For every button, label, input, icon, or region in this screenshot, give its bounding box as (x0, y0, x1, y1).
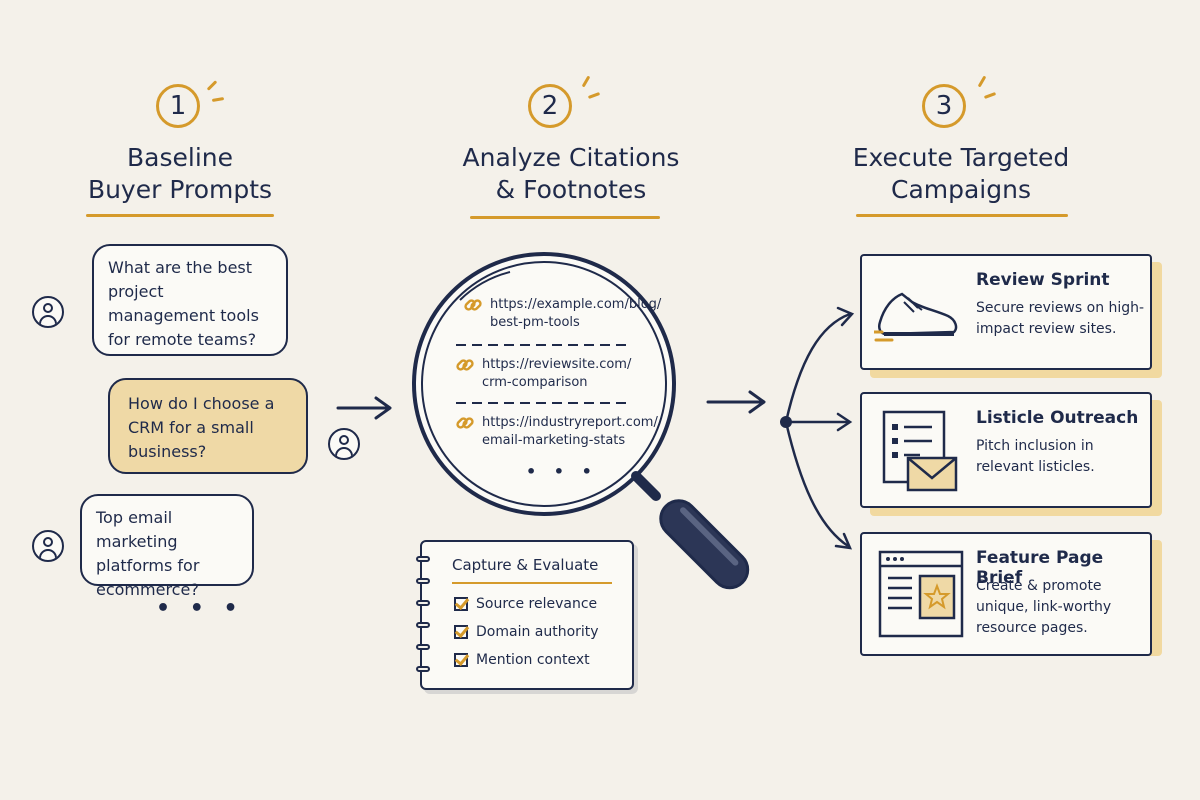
campaign-description: Create & promote unique, link-worthy res… (976, 578, 1112, 636)
notebook-title: Capture & Evaluate (452, 556, 599, 574)
citation-item[interactable]: https://reviewsite.com/crm-comparison (456, 356, 631, 392)
step-1-title-line1: Baseline (127, 143, 233, 172)
campaign-card-listicle-outreach[interactable]: Listicle Outreach Pitch inclusion in rel… (860, 392, 1152, 508)
link-icon (456, 359, 474, 371)
checklist-item: Source relevance (454, 596, 597, 612)
step-3-title: Execute Targeted Campaigns (826, 142, 1096, 206)
checklist-label: Mention context (476, 652, 590, 668)
checkbox-checked-icon (454, 653, 468, 667)
more-citations-ellipsis: • • • (526, 462, 598, 481)
step-1-number: 1 (156, 84, 200, 128)
citation-url: https://industryreport.com/ (482, 415, 658, 430)
notebook-title-underline (452, 582, 612, 584)
citation-url-path: best-pm-tools (490, 315, 580, 330)
step-2-number: 2 (528, 84, 572, 128)
step-1-title-line2: Buyer Prompts (87, 175, 273, 204)
step-3-title-line2: Campaigns (890, 175, 1031, 204)
campaign-card-feature-page-brief[interactable]: Feature Page Brief Create & promote uniq… (860, 532, 1152, 656)
step-2-title: Analyze Citations & Footnotes (440, 142, 702, 206)
citation-url: https://reviewsite.com/ (482, 357, 632, 372)
prompt-bubble-highlighted: How do I choose a CRM for a small busine… (108, 378, 308, 474)
campaign-description: Secure reviews on high-impact review sit… (976, 300, 1145, 337)
campaign-title: Review Sprint (976, 270, 1110, 290)
list-envelope-icon (882, 410, 958, 492)
prompt-bubble: Top email marketing platforms for ecomme… (80, 494, 254, 599)
user-avatar-icon (328, 428, 360, 460)
step-1-underline (86, 214, 274, 217)
citation-item[interactable]: https://industryreport.com/email-marketi… (456, 414, 658, 450)
more-prompts-ellipsis: • • • (156, 596, 244, 621)
checklist-item: Mention context (454, 652, 590, 668)
campaign-description: Pitch inclusion in relevant listicles. (976, 438, 1095, 475)
sneaker-icon (874, 292, 958, 342)
checkbox-checked-icon (454, 625, 468, 639)
step-3-title-line1: Execute Targeted (852, 143, 1070, 172)
step-2-underline (470, 216, 660, 219)
user-avatar-icon (32, 530, 64, 562)
step-2-title-line2: & Footnotes (495, 175, 647, 204)
link-icon (456, 417, 474, 429)
step-2-title-line1: Analyze Citations (462, 143, 680, 172)
browser-star-icon (878, 550, 964, 638)
magnifying-glass-icon (412, 252, 750, 590)
checklist-label: Domain authority (476, 624, 599, 640)
step-3-underline (856, 214, 1068, 217)
step-3-number: 3 (922, 84, 966, 128)
checkbox-checked-icon (454, 597, 468, 611)
user-avatar-icon (32, 296, 64, 328)
citation-item[interactable]: https://example.com/blog/best-pm-tools (464, 296, 661, 332)
campaign-card-review-sprint[interactable]: Review Sprint Secure reviews on high-imp… (860, 254, 1152, 370)
citation-url-path: email-marketing-stats (482, 433, 626, 448)
checklist-label: Source relevance (476, 596, 598, 612)
citation-url: https://example.com/blog/ (490, 297, 662, 312)
citation-url-path: crm-comparison (482, 375, 588, 390)
arrow-right-icon (336, 396, 392, 420)
link-icon (464, 299, 482, 311)
campaign-title: Feature Page Brief (976, 548, 1104, 588)
branch-arrows-icon (706, 306, 855, 550)
campaign-title: Listicle Outreach (976, 408, 1139, 428)
evaluate-notebook: Capture & Evaluate Source relevance Doma… (416, 540, 634, 690)
step-1-title: Baseline Buyer Prompts (70, 142, 290, 206)
checklist-item: Domain authority (454, 624, 599, 640)
prompt-bubble: What are the best project management too… (92, 244, 288, 356)
